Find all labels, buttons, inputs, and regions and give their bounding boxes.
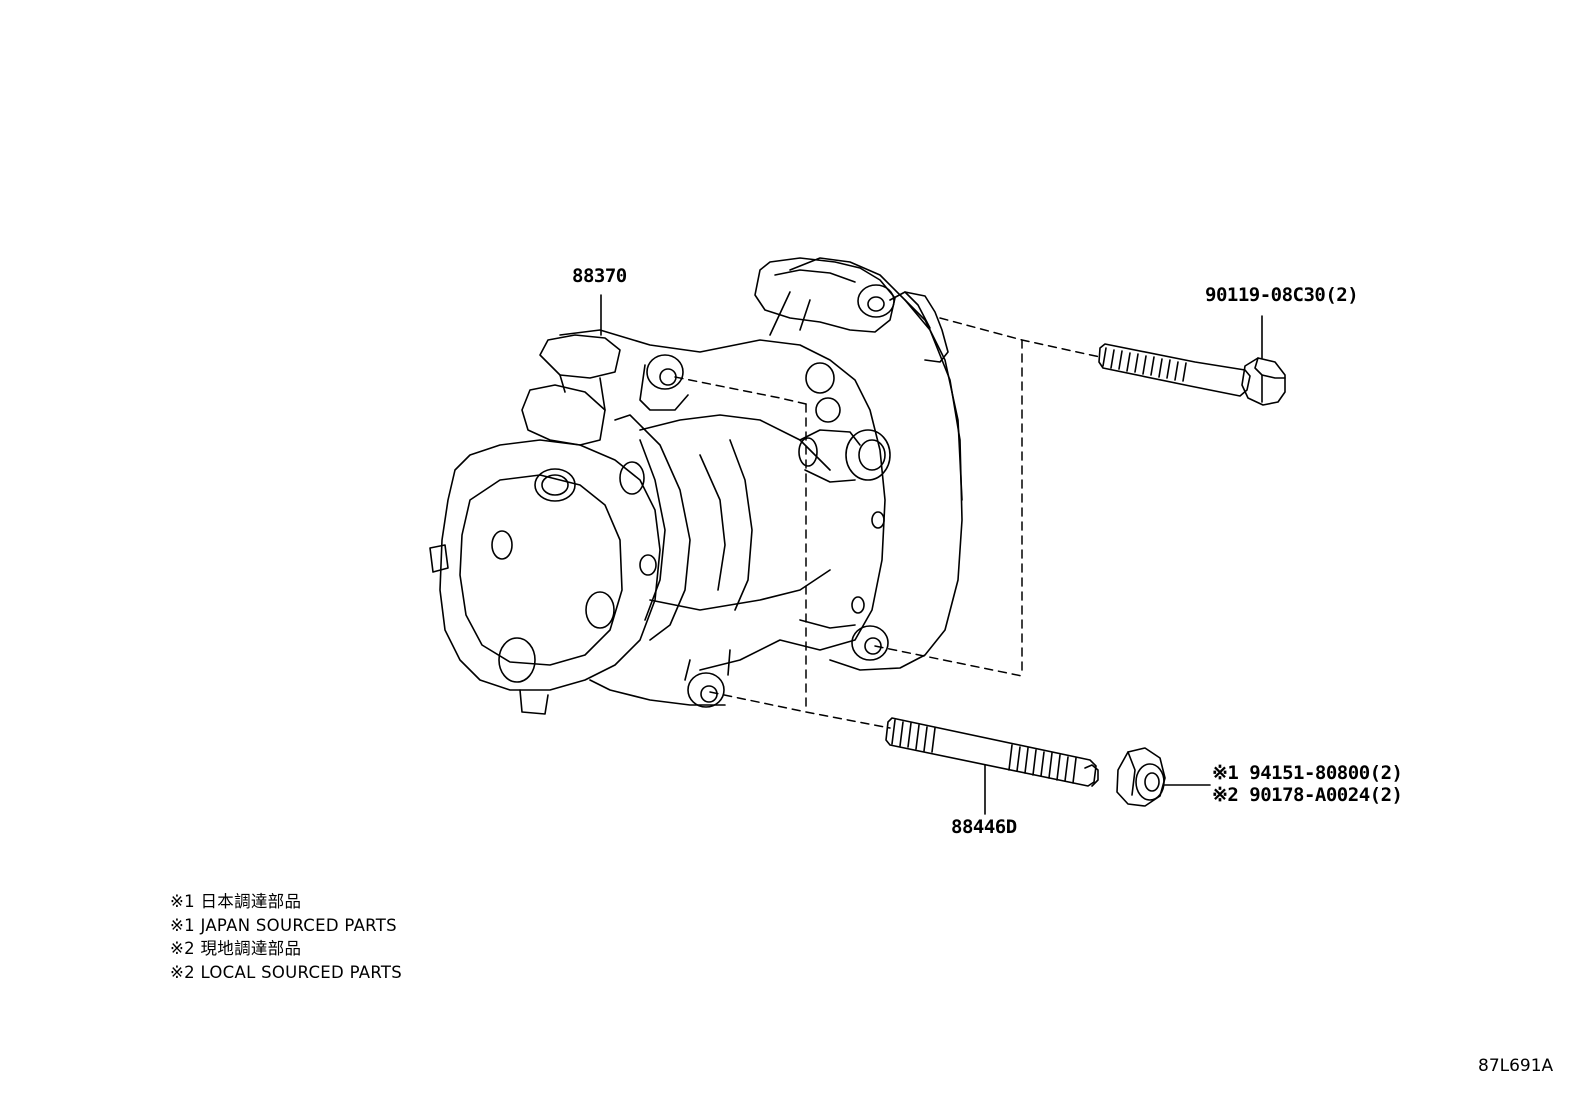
stud-bolt-88446-illustration xyxy=(885,717,1099,815)
figure-id: 87L691A xyxy=(1478,1056,1554,1076)
callout-88446d: 88446D xyxy=(951,816,1017,838)
sourcing-notes: ※1 日本調達部品 ※1 JAPAN SOURCED PARTS ※2 現地調達… xyxy=(170,890,402,984)
note-local-jp: ※2 現地調達部品 xyxy=(170,939,302,958)
note-local-en: ※2 LOCAL SOURCED PARTS xyxy=(170,962,403,982)
callout-90178: ※2 90178-A0024(2) xyxy=(1212,784,1403,806)
callout-90119: 90119-08C30(2) xyxy=(1205,284,1359,306)
note-japan-en: ※1 JAPAN SOURCED PARTS xyxy=(170,915,397,935)
note-japan-jp: ※1 日本調達部品 xyxy=(170,892,302,911)
callout-88370: 88370 xyxy=(572,265,627,287)
assembly-guide-lines xyxy=(674,317,1101,729)
compressor-illustration xyxy=(429,257,963,715)
bolt-90119-illustration xyxy=(1098,315,1286,406)
nut-illustration xyxy=(1116,747,1211,807)
callout-94151: ※1 94151-80800(2) xyxy=(1212,762,1403,784)
